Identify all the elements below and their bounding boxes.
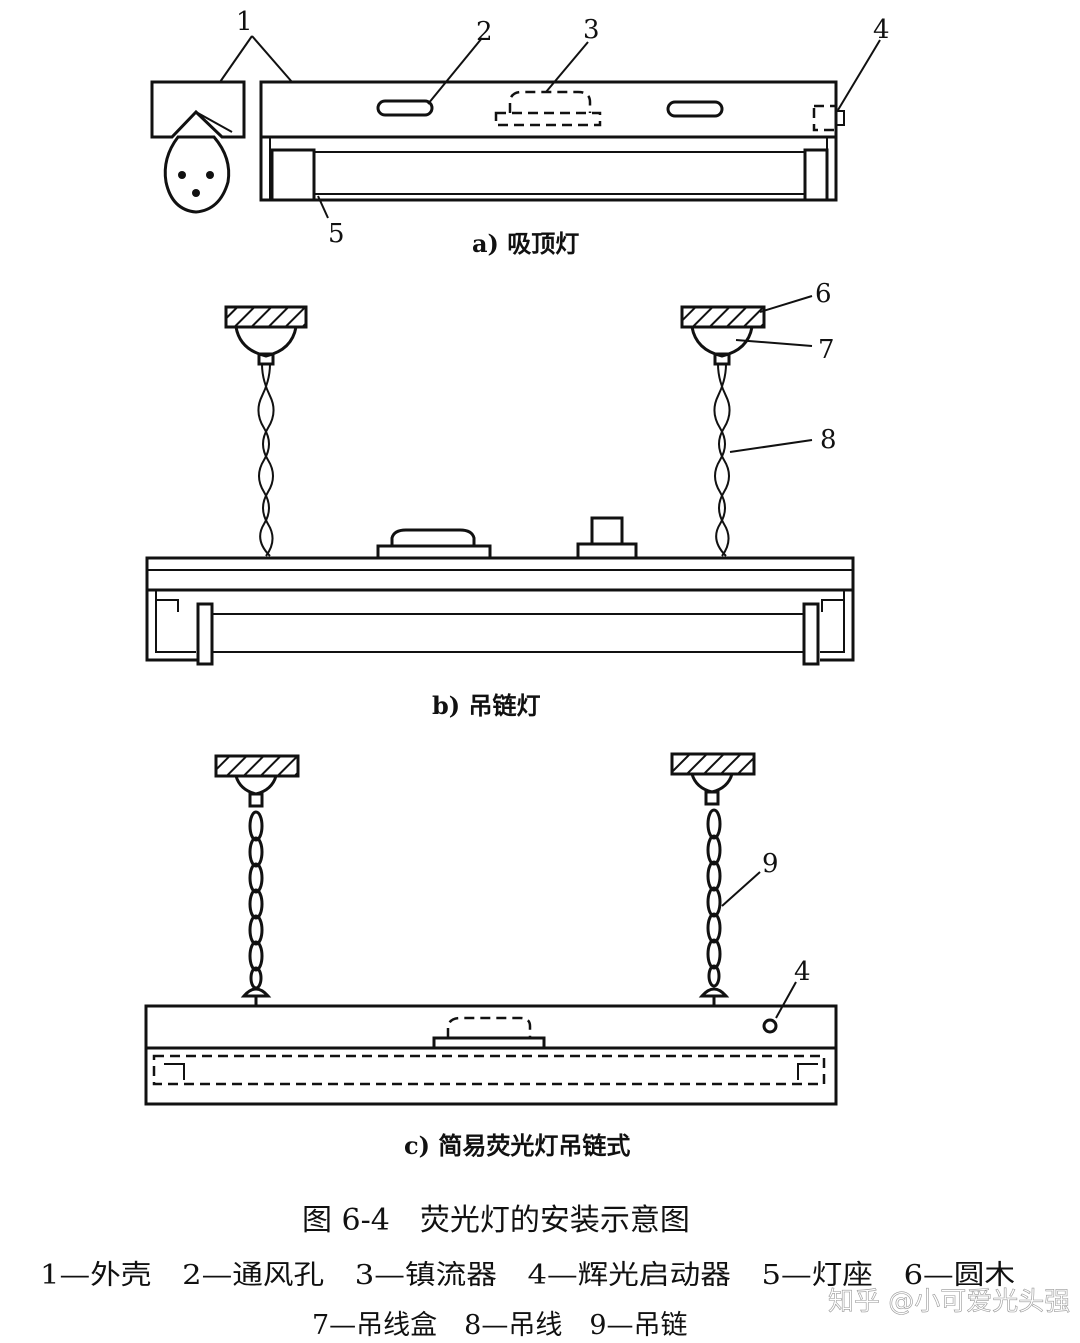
cord-left bbox=[261, 363, 275, 557]
lamp-holder-left bbox=[270, 148, 316, 202]
diagram-b-pendant-lamp: 6 7 8 b) 吊链灯 bbox=[145, 279, 855, 720]
caption-a: a) 吸顶灯 bbox=[472, 229, 579, 258]
starter-dashed bbox=[812, 104, 838, 132]
housing-b bbox=[145, 556, 855, 592]
fluorescent-tube-a bbox=[313, 151, 806, 195]
caption-c: c) 简易荧光灯吊链式 bbox=[404, 1131, 630, 1160]
ceiling-rose-right bbox=[690, 326, 754, 358]
round-wood-right bbox=[680, 305, 766, 329]
vent-hole-left bbox=[376, 99, 434, 117]
lamp-holder-right bbox=[803, 148, 829, 202]
label-1: 1 bbox=[236, 7, 253, 37]
starter-b bbox=[590, 516, 624, 546]
round-wood-c-right bbox=[670, 752, 756, 776]
label-2: 2 bbox=[476, 17, 493, 47]
label-4-c: 4 bbox=[794, 957, 811, 987]
diagram-c-chain-hung-lamp: 9 4 c) 简易荧光灯吊链式 bbox=[144, 752, 838, 1160]
legend-line-1: 1—外壳 2—通风孔 3—镇流器 4—辉光启动器 5—灯座 6—圆木 bbox=[40, 1260, 1015, 1291]
label-8: 8 bbox=[820, 425, 837, 455]
round-wood-c-left bbox=[214, 754, 300, 778]
vent-hole-right bbox=[666, 100, 724, 118]
label-6: 6 bbox=[815, 279, 832, 309]
label-7: 7 bbox=[818, 335, 835, 365]
label-4: 4 bbox=[873, 15, 890, 45]
ballast-c-dashed bbox=[446, 1016, 532, 1038]
label-5: 5 bbox=[328, 219, 345, 249]
lamp-socket-end-view bbox=[163, 135, 231, 214]
ballast-dashed bbox=[508, 90, 592, 113]
watermark: 知乎 @小可爱光头强 bbox=[828, 1287, 1070, 1317]
caption-b: b) 吊链灯 bbox=[432, 691, 541, 720]
cord-right bbox=[717, 363, 731, 557]
chain-right bbox=[706, 808, 722, 988]
ballast-b bbox=[390, 528, 476, 546]
lamp-holder-b-right bbox=[802, 602, 820, 666]
lamp-holder-b-left bbox=[196, 602, 214, 666]
end-view-housing bbox=[150, 80, 246, 139]
round-wood-left bbox=[224, 305, 308, 329]
tube-c-dashed bbox=[152, 1054, 826, 1086]
fluorescent-tube-b bbox=[211, 613, 805, 653]
diagram-a-ceiling-lamp: 1 2 3 4 5 a) 吸顶灯 bbox=[150, 7, 890, 258]
label-3: 3 bbox=[583, 15, 600, 45]
legend-line-2: 7—吊线盒 8—吊线 9—吊链 bbox=[312, 1310, 688, 1341]
figure-title: 图 6-4 荧光灯的安装示意图 bbox=[302, 1203, 690, 1238]
chain-left bbox=[248, 810, 264, 990]
housing-c bbox=[144, 1004, 838, 1106]
ceiling-rose-left bbox=[234, 326, 298, 358]
label-9: 9 bbox=[762, 849, 779, 879]
starter-c bbox=[762, 1018, 778, 1034]
